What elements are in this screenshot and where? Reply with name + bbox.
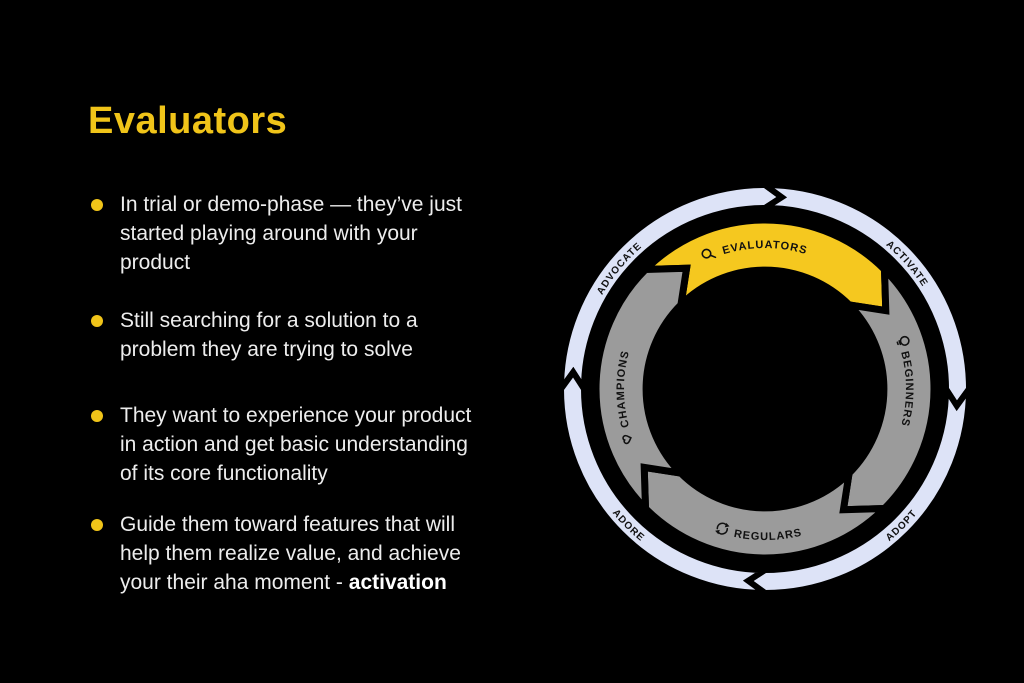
segment-ring — [596, 220, 934, 558]
bullet-dot-icon — [91, 410, 103, 422]
magnifier-icon — [701, 248, 717, 259]
lifecycle-diagram: EVALUATORS BEGINNERS REGULARS CHAMPIONS … — [557, 181, 973, 597]
page-title: Evaluators — [88, 100, 288, 142]
bullet-item: Still searching for a solution to a prob… — [88, 306, 538, 364]
bullet-line: your their aha moment - activation — [120, 568, 538, 597]
bullet-text: Still searching for a solution to a prob… — [120, 306, 538, 364]
bullet-dot-icon — [91, 519, 103, 531]
lightbulb-icon — [896, 335, 910, 346]
bullet-line: started playing around with your — [120, 222, 418, 245]
cycle-icon — [715, 522, 730, 535]
bullet-text: They want to experience your product in … — [120, 401, 538, 488]
bullet-line: product — [120, 251, 191, 274]
bullet-line: They want to experience your product — [120, 404, 472, 427]
bullet-line-bold: activation — [348, 571, 447, 594]
bullet-dot-icon — [91, 199, 103, 211]
bullet-line-prefix: your their aha moment - — [120, 571, 349, 594]
bullet-text: Guide them toward features that will hel… — [120, 510, 538, 597]
bullet-item: They want to experience your product in … — [88, 401, 538, 488]
segment-label-champions: CHAMPIONS — [615, 349, 632, 429]
segment-label-regulars: REGULARS — [733, 527, 803, 543]
bullet-line: Still searching for a solution to a — [120, 309, 418, 332]
segment-beginners — [843, 270, 934, 510]
bullet-line: In trial or demo-phase — they’ve just — [120, 193, 462, 216]
bullet-line: in action and get basic understanding — [120, 433, 468, 456]
bullet-item: In trial or demo-phase — they’ve just st… — [88, 190, 538, 277]
segment-champions — [596, 268, 687, 508]
bullet-line: help them realize value, and achieve — [120, 542, 461, 565]
segment-label-beginners: BEGINNERS — [898, 350, 915, 428]
bullet-dot-icon — [91, 315, 103, 327]
bullet-item: Guide them toward features that will hel… — [88, 510, 538, 597]
bullet-text: In trial or demo-phase — they’ve just st… — [120, 190, 538, 277]
bullet-line: problem they are trying to solve — [120, 338, 413, 361]
bullet-line: Guide them toward features that will — [120, 513, 455, 536]
bullet-line: of its core functionality — [120, 462, 328, 485]
heart-icon — [622, 434, 632, 445]
segment-regulars — [644, 467, 884, 558]
